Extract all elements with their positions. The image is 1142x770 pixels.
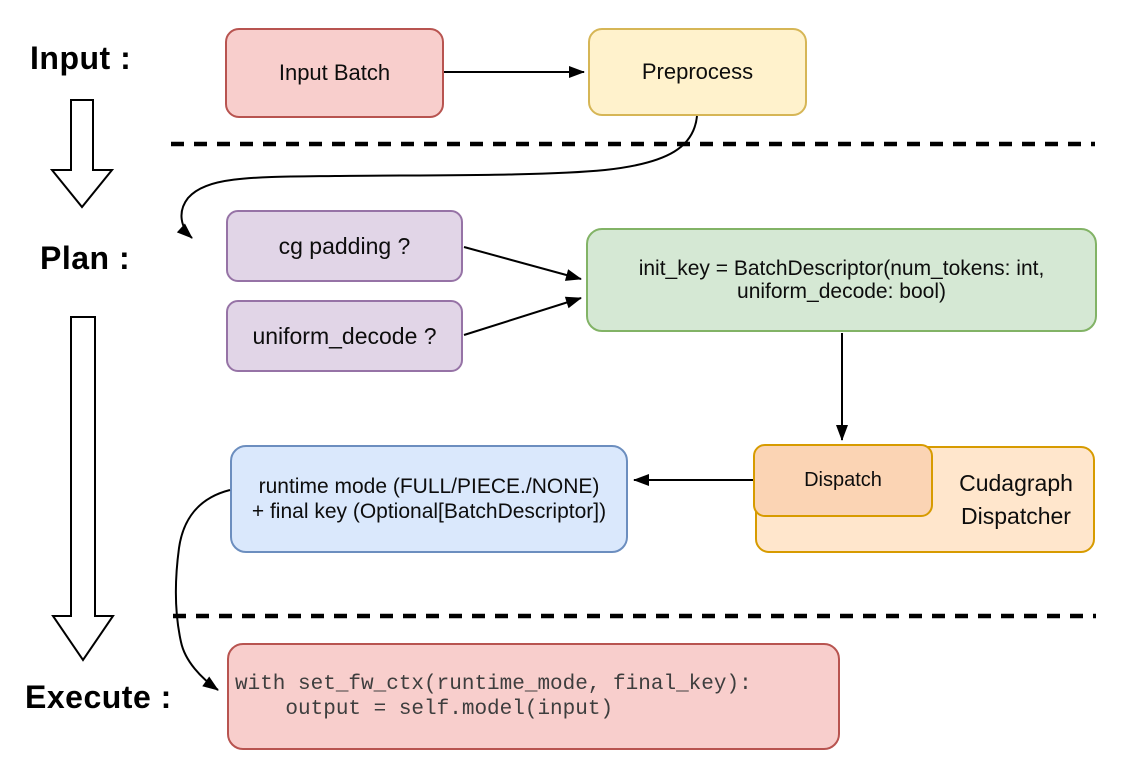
- cg-padding-label: cg padding ?: [278, 232, 411, 259]
- stage-label-execute: Execute :: [25, 679, 172, 715]
- input-stage-down-arrow-icon: [49, 99, 115, 209]
- cudagraph-dispatcher-line2: Dispatcher: [961, 502, 1071, 529]
- dispatch-node: Dispatch: [753, 444, 933, 517]
- cg-padding-node: cg padding ?: [226, 210, 463, 282]
- init-key-line1: init_key = BatchDescriptor(num_tokens: i…: [638, 257, 1045, 280]
- execute-code-line2: output = self.model(input): [235, 697, 614, 721]
- input-batch-node: Input Batch: [225, 28, 444, 118]
- init-key-line2: uniform_decode: bool): [737, 280, 946, 303]
- runtime-mode-node: runtime mode (FULL/PIECE./NONE) + final …: [230, 445, 628, 553]
- plan-stage-down-arrow-icon: [51, 316, 115, 662]
- stage-label-plan: Plan :: [40, 240, 131, 276]
- preprocess-node: Preprocess: [588, 28, 807, 116]
- arrow-uniform-decode-to-init-key: [463, 296, 582, 336]
- init-key-node: init_key = BatchDescriptor(num_tokens: i…: [586, 228, 1097, 332]
- preprocess-label: Preprocess: [641, 59, 754, 84]
- stage-label-input: Input :: [30, 40, 132, 76]
- execute-code-line1: with set_fw_ctx(runtime_mode, final_key)…: [235, 672, 752, 696]
- arrow-runtime-mode-to-execute-code: [174, 489, 231, 691]
- cudagraph-dispatcher-line1: Cudagraph: [959, 469, 1073, 496]
- arrow-cg-padding-to-init-key: [463, 246, 582, 281]
- input-batch-label: Input Batch: [278, 60, 391, 85]
- uniform-decode-label: uniform_decode ?: [252, 322, 437, 349]
- dispatch-label: Dispatch: [804, 469, 882, 491]
- uniform-decode-node: uniform_decode ?: [226, 300, 463, 372]
- runtime-mode-line2: + final key (Optional[BatchDescriptor]): [251, 500, 607, 523]
- execute-code-node: with set_fw_ctx(runtime_mode, final_key)…: [227, 643, 840, 750]
- cudagraph-dispatcher-label: Cudagraph Dispatcher: [935, 448, 1097, 551]
- runtime-mode-line1: runtime mode (FULL/PIECE./NONE): [258, 475, 600, 498]
